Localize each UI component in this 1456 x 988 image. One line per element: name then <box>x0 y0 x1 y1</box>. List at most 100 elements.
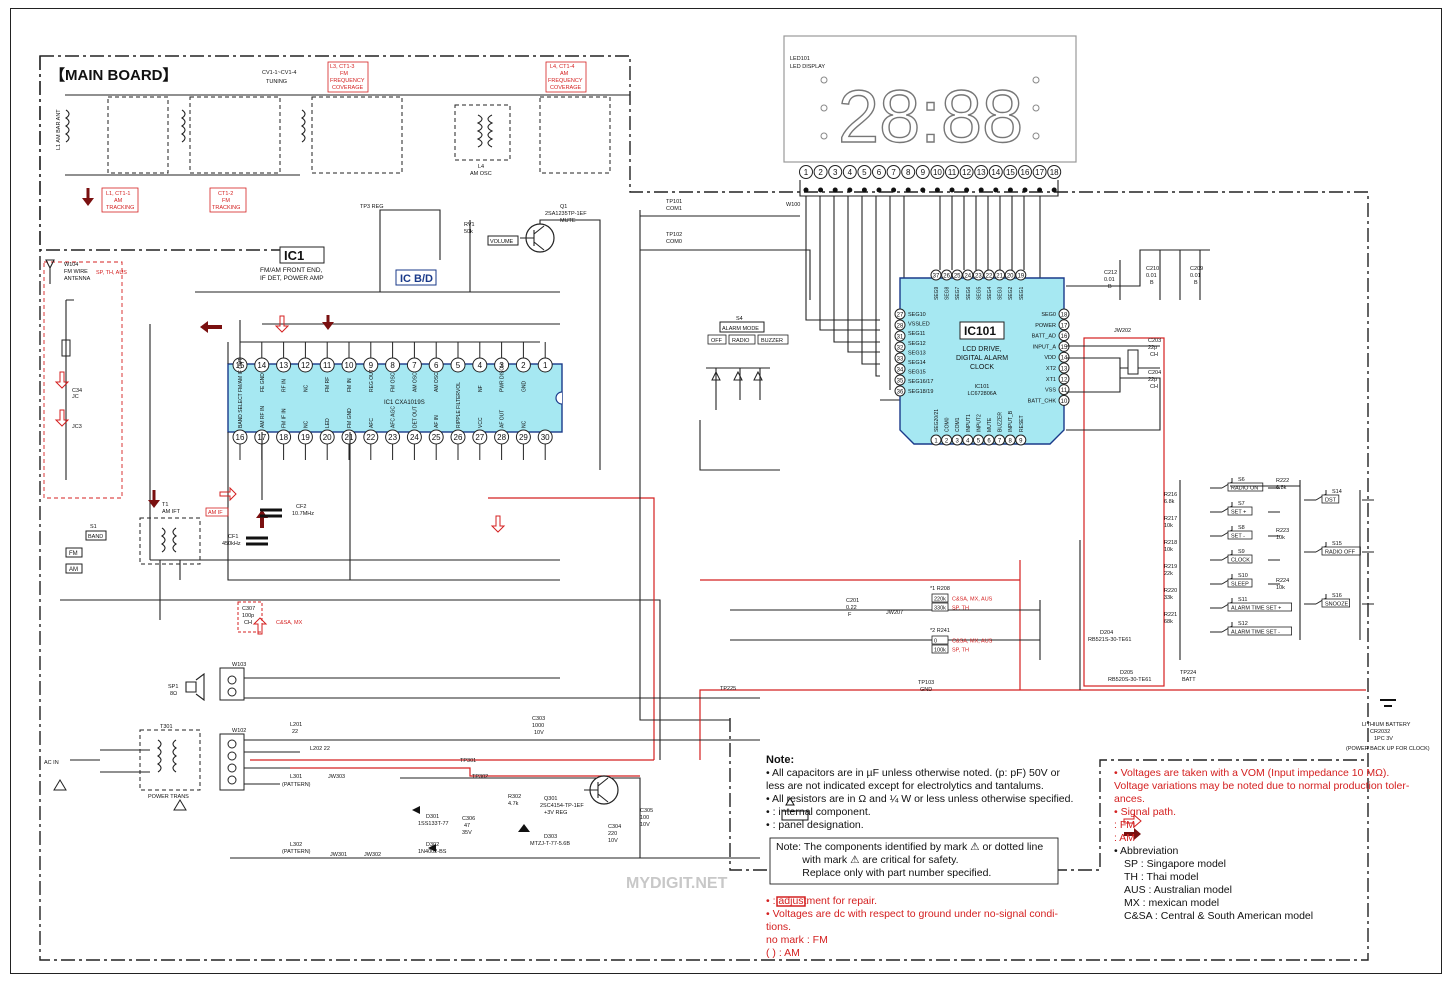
led-pin-pad <box>803 187 809 193</box>
ic101-pin-num: 7 <box>998 439 1002 445</box>
switch-label-box <box>1227 578 1253 588</box>
ic1-pin-label: NF <box>478 385 484 392</box>
led-pin-11 <box>945 165 959 179</box>
led-pin-pad <box>934 187 940 193</box>
ic101-pin-label: INPUT_B <box>1008 410 1014 432</box>
note-right-2: Voltage variations may be noted due to n… <box>1114 780 1410 792</box>
ic1-pin-10 <box>341 357 357 373</box>
ic1-pin-16 <box>232 429 248 445</box>
switch-id: S14 <box>1332 489 1342 495</box>
ic101-pin-num: 2 <box>945 439 949 445</box>
led-pin-18 <box>1047 165 1062 179</box>
variant-box <box>931 644 949 654</box>
ic1-pin-label: REG OUT <box>369 369 375 392</box>
ic101-pin-34 <box>894 363 906 375</box>
led-pin-num: 15 <box>1006 168 1015 177</box>
ic101-pin-num: 28 <box>897 324 904 330</box>
ic101-pin-num: 19 <box>1017 274 1024 280</box>
main-board-boundary <box>39 55 1369 961</box>
s4-position-box <box>728 334 756 345</box>
ic101-pin-5 <box>972 434 984 446</box>
label-jw301: JW301 <box>330 852 347 858</box>
note-line-1: • All capacitors are in µF unless otherw… <box>766 767 1060 779</box>
ic1-pin-num: 29 <box>519 433 528 442</box>
ic101-pin-label: SEG18/19 <box>908 389 933 395</box>
svg-text:SP, TH, AUS: SP, TH, AUS <box>96 270 127 276</box>
ic101-pin-label: INPUT1 <box>966 414 972 432</box>
switch-label-box <box>1227 602 1292 612</box>
ic101-pin-num: 32 <box>897 346 904 352</box>
ic101-pin-num: 3 <box>956 439 960 445</box>
label-l302: L302(PATTERN) <box>282 842 311 855</box>
ic101-pin-label: BUZZER <box>998 412 1004 432</box>
ic1-pin-num: 6 <box>434 361 439 370</box>
tuning-block <box>65 94 630 176</box>
led-pin-num: 18 <box>1050 168 1059 177</box>
ic101-pin-num: 18 <box>1061 313 1068 319</box>
ic1-pin-label: NC <box>303 384 309 392</box>
ic101-pin-label: SEG4 <box>987 286 993 300</box>
led-pin-pad <box>1037 187 1043 193</box>
safety-note: Note: The components identified by mark … <box>776 841 1044 879</box>
led-pin-num: 8 <box>906 168 911 177</box>
ic101-pin-25 <box>951 269 963 281</box>
ic1-pin-label: RF IN <box>282 379 288 392</box>
abbrev-2: TH : Thai model <box>1124 871 1199 883</box>
switch-label-box <box>1227 506 1253 516</box>
ic1-pin-num: 20 <box>323 433 332 442</box>
ic1-pin-label: FM/AM IF OUT <box>238 358 244 392</box>
ic1-pin-4 <box>472 357 488 373</box>
switch-id: S15 <box>1332 541 1342 547</box>
ic101-pin-label: XT2 <box>1046 366 1056 372</box>
ic101-pin-num: 8 <box>1009 439 1013 445</box>
ic101-pin-num: 34 <box>897 368 904 374</box>
ic1-pin-13 <box>276 357 292 373</box>
ic1-pin-25 <box>428 429 444 445</box>
ic-bd-label: IC B/D <box>400 273 433 285</box>
label-am-pos: AM <box>69 567 78 573</box>
ic1-pin-num: 3 <box>499 361 504 370</box>
led-pin-num: 3 <box>833 168 838 177</box>
switch-label: DST <box>1325 498 1337 504</box>
led-pin-num: 5 <box>862 168 867 177</box>
note-right-3: ances. <box>1114 793 1145 805</box>
led-pin-8 <box>901 165 916 179</box>
ic1-pin-label: RIPPLE FILTER <box>456 392 462 428</box>
note-line-5: • : panel designation. <box>766 819 864 831</box>
abbrev-4: MX : mexican model <box>1124 897 1220 909</box>
ic101-pin-label: SEG3 <box>998 286 1004 300</box>
ic1-pin-24 <box>406 429 422 445</box>
variant-region: C&SA, MX, AUS <box>952 639 993 645</box>
ic101-pin-22 <box>983 269 995 281</box>
label-tp301: TP301 <box>460 758 476 764</box>
label-ac-in: AC IN <box>44 760 59 766</box>
ic101-pin-8 <box>1004 434 1016 446</box>
ic101-pin-label: SEG16/17 <box>908 379 933 385</box>
ic101-pin-label: SEG7 <box>955 286 961 300</box>
ic101-pin-num: 4 <box>966 439 970 445</box>
ic1-pin-22 <box>363 429 379 445</box>
ic1-pin-num: 18 <box>279 433 288 442</box>
note-line-4: • : internal component. <box>766 806 871 818</box>
note-line-3: • All resistors are in Ω and ¼ W or less… <box>766 793 1074 805</box>
ic1-pin-label: FE GND <box>260 373 266 392</box>
ic1-pin-num: 14 <box>257 361 266 370</box>
ic101-pin-label: RESET <box>1019 415 1025 432</box>
note-red-3: tions. <box>766 921 792 933</box>
ic101-pin-num: 12 <box>1061 377 1068 383</box>
ic1-pin-num: 22 <box>366 433 375 442</box>
switch-symbol <box>1304 542 1374 553</box>
ic101-pin-num: 20 <box>1007 274 1014 280</box>
variant-value: 220k <box>934 597 946 603</box>
variant-box <box>931 635 949 645</box>
